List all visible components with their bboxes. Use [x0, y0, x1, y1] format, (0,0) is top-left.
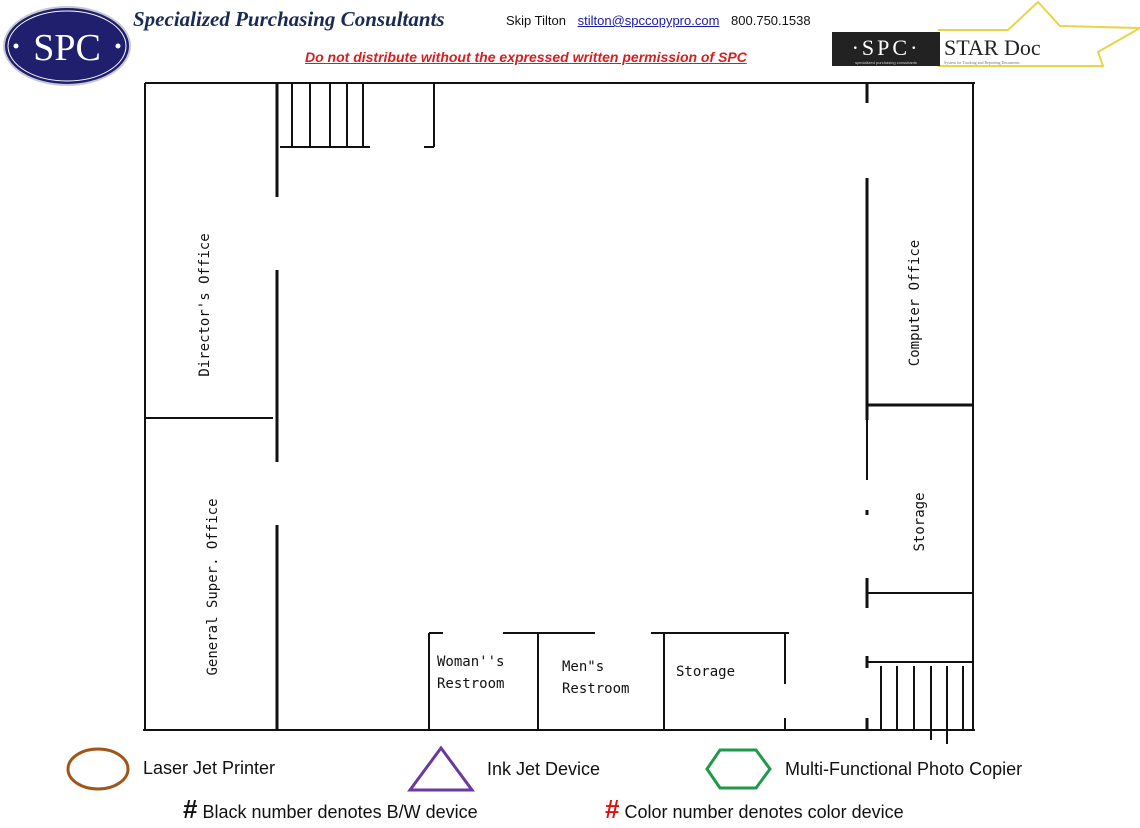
svg-text:·SPC·: ·SPC·: [852, 35, 921, 60]
womens-line-2: Restroom: [437, 676, 505, 692]
room-label-storage-bottom: Storage: [676, 664, 736, 680]
contact-info: Skip Tilton stilton@spccopypro.com 800.7…: [506, 13, 811, 28]
room-label-general-super-office: General Super. Office: [205, 498, 221, 676]
room-label-directors-office: Director's Office: [197, 233, 213, 377]
svg-text:SPC: SPC: [33, 27, 101, 69]
legend-ink-jet: Ink Jet Device: [487, 759, 601, 779]
womens-line-1: Woman''s: [437, 654, 505, 670]
room-label-computer-office: Computer Office: [907, 239, 923, 367]
contact-email-link[interactable]: stilton@spccopypro.com: [577, 13, 720, 28]
contact-name: Skip Tilton: [506, 13, 566, 28]
legend-mfp: Multi-Functional Photo Copier: [785, 759, 1023, 779]
walls: [143, 82, 975, 744]
legend-bw-note: # Black number denotes B/W device: [183, 794, 478, 825]
room-label-womens-restroom: Woman''s Restroom: [437, 651, 504, 695]
contact-phone: 800.750.1538: [731, 13, 811, 28]
svg-text:specialized purchasing consult: specialized purchasing consultants: [855, 60, 917, 65]
svg-text:System for Tracking and Report: System for Tracking and Reporting Docume…: [944, 60, 1020, 65]
ink-jet-triangle-icon: [407, 745, 475, 792]
room-label-storage-right: Storage: [912, 492, 928, 552]
laser-jet-circle-icon: [66, 747, 130, 791]
mens-line-2: Restroom: [562, 681, 630, 697]
spc-logo: SPC: [3, 6, 131, 86]
company-name: Specialized Purchasing Consultants: [133, 7, 445, 31]
mens-line-1: Men"s: [562, 659, 605, 675]
black-hash-icon: #: [183, 794, 198, 824]
room-label-mens-restroom: Men"s Restroom: [562, 656, 629, 700]
bw-note-text: Black number denotes B/W device: [202, 802, 478, 822]
star-doc-logo: ·SPC· specialized purchasing consultants…: [832, 0, 1140, 67]
red-hash-icon: #: [605, 794, 620, 824]
distribution-warning: Do not distribute without the expressed …: [305, 49, 747, 65]
legend-color-note: # Color number denotes color device: [605, 794, 904, 825]
legend-laser-jet: Laser Jet Printer: [143, 758, 276, 778]
mfp-hexagon-icon: [705, 748, 772, 790]
svg-text:STAR Doc: STAR Doc: [944, 35, 1041, 60]
color-note-text: Color number denotes color device: [624, 802, 904, 822]
